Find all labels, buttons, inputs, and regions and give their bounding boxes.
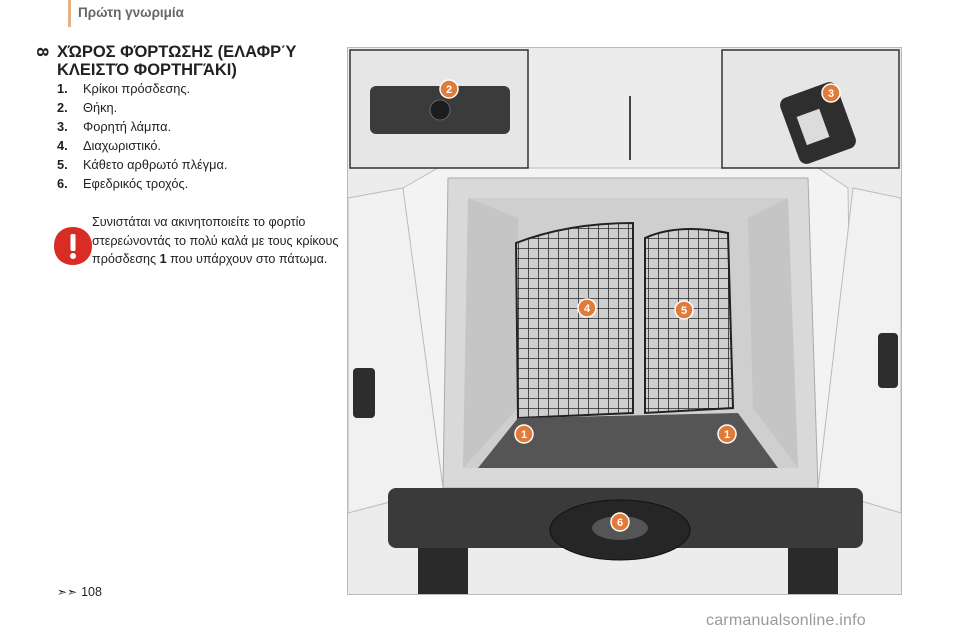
legend-text: Φορητή λάμπα. bbox=[83, 119, 172, 134]
legend-number: 4. bbox=[57, 138, 68, 153]
section-title: ΧΏΡΟΣ ΦΌΡΤΩΣΗΣ (ΕΛΑΦΡΎ ΚΛΕΙΣΤΌ ΦΟΡΤΗΓΆΚΙ… bbox=[57, 43, 297, 79]
legend-text: Κάθετο αρθρωτό πλέγμα. bbox=[83, 157, 228, 172]
page-reference[interactable]: ➣➣108 bbox=[57, 585, 102, 599]
warning-text: Συνιστάται να ακινητοποιείτε το φορτίο σ… bbox=[92, 213, 342, 269]
legend-item: 2. Θήκη. bbox=[57, 98, 227, 117]
callout-label: 2 bbox=[446, 84, 452, 96]
legend-item: 6. Εφεδρικός τροχός. bbox=[57, 174, 227, 193]
legend-number: 6. bbox=[57, 176, 68, 191]
callout-badge: 1 bbox=[514, 424, 534, 444]
legend-item: 3. Φορητή λάμπα. bbox=[57, 117, 227, 136]
callout-label: 5 bbox=[681, 305, 687, 317]
legend-text: Θήκη. bbox=[83, 100, 118, 115]
legend-number: 2. bbox=[57, 100, 68, 115]
legend-number: 3. bbox=[57, 119, 68, 134]
legend-number: 5. bbox=[57, 157, 68, 172]
cargo-area-illustration: 2 3 4 5 1 1 6 bbox=[347, 47, 902, 595]
callout-label: 6 bbox=[617, 517, 623, 529]
legend-list: 1. Κρίκοι πρόσδεσης. 2. Θήκη. 3. Φορητή λάμ… bbox=[57, 79, 227, 193]
chapter-title: Πρώτη γνωριμία bbox=[78, 5, 184, 20]
warning-ref-number: 1 bbox=[159, 252, 167, 266]
warning-text-end: που υπάρχουν στο πάτωμα. bbox=[166, 252, 328, 266]
section-number: 8 bbox=[33, 47, 52, 57]
page-reference-number: 108 bbox=[81, 585, 102, 599]
callout-label: 1 bbox=[724, 429, 730, 441]
double-arrow-icon: ➣➣ bbox=[57, 585, 78, 599]
warning-text-start: Συνιστάται να ακινητοποιείτε το φορτίο σ… bbox=[92, 215, 339, 266]
legend-item: 5. Κάθετο αρθρωτό πλέγμα. bbox=[57, 155, 227, 174]
legend-number: 1. bbox=[57, 81, 68, 96]
legend-item: 4. Διαχωριστικό. bbox=[57, 136, 227, 155]
callout-badge: 6 bbox=[610, 512, 630, 532]
callout-badge: 1 bbox=[717, 424, 737, 444]
header-accent-bar bbox=[68, 0, 71, 27]
callout-layer: 2 3 4 5 1 1 6 bbox=[439, 79, 841, 532]
callout-badge: 2 bbox=[439, 79, 459, 99]
legend-text: Διαχωριστικό. bbox=[83, 138, 161, 153]
callout-badge: 3 bbox=[821, 83, 841, 103]
warning-note: Συνιστάται να ακινητοποιείτε το φορτίο σ… bbox=[52, 213, 338, 303]
legend-item: 1. Κρίκοι πρόσδεσης. bbox=[57, 79, 227, 98]
legend-text: Εφεδρικός τροχός. bbox=[83, 176, 189, 191]
legend-text: Κρίκοι πρόσδεσης. bbox=[83, 81, 191, 96]
callout-badge: 4 bbox=[577, 298, 597, 318]
exclamation-icon bbox=[54, 227, 92, 265]
callout-label: 1 bbox=[521, 429, 527, 441]
callout-badge: 5 bbox=[674, 300, 694, 320]
callout-label: 3 bbox=[828, 88, 834, 100]
van-rear-svg bbox=[348, 48, 901, 594]
callout-label: 4 bbox=[584, 303, 591, 315]
watermark: carmanualsonline.info bbox=[706, 612, 866, 629]
